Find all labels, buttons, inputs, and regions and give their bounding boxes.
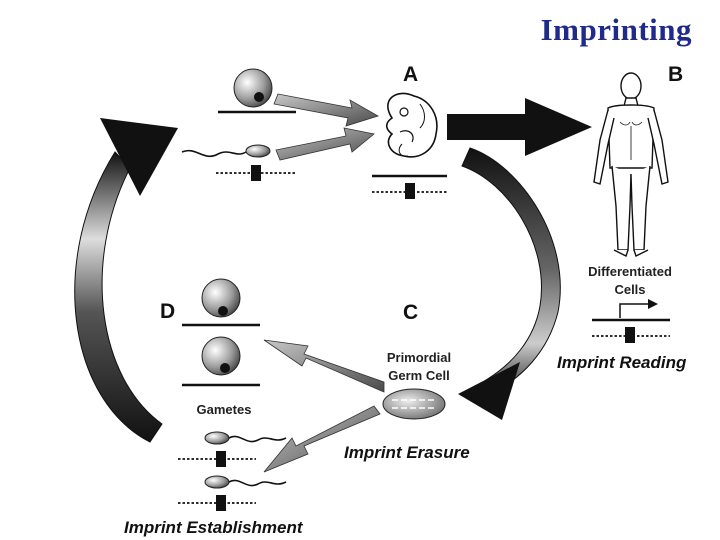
stage-d-egg-2 <box>182 336 260 387</box>
stage-d-egg-1 <box>182 278 260 327</box>
primordial-germ-cell <box>382 388 446 420</box>
top-right-arrow <box>447 98 592 156</box>
stage-c-caption-line1: Primordial <box>387 350 451 365</box>
stage-b-label: B <box>668 63 683 86</box>
slide-title: Imprinting <box>540 12 692 47</box>
right-cycle-arrow <box>458 147 561 420</box>
gametes-label: Gametes <box>197 402 252 417</box>
imprint-erasure-label: Imprint Erasure <box>344 443 470 462</box>
arrows-pgc-to-gametes <box>263 339 385 473</box>
stage-c-caption-line2: Germ Cell <box>388 368 449 383</box>
stage-a-egg <box>218 68 296 114</box>
stage-a-label: A <box>403 63 418 86</box>
stage-d-sperm-1 <box>178 431 287 467</box>
stage-a-sperm <box>181 144 296 181</box>
left-cycle-arrow <box>74 118 178 443</box>
stage-d-sperm-2 <box>178 475 287 511</box>
stage-b-caption-line1: Differentiated <box>588 264 672 279</box>
stage-d-label: D <box>160 300 175 323</box>
imprint-establishment-label: Imprint Establishment <box>124 518 304 537</box>
stage-c-label: C <box>403 301 418 324</box>
stage-b-caption-line2: Cells <box>614 282 645 297</box>
human-figure <box>593 72 669 257</box>
stage-b-expression-marker <box>592 299 670 343</box>
arrows-gametes-to-embryo <box>273 93 379 161</box>
stage-a-embryo <box>372 92 447 199</box>
imprint-reading-label: Imprint Reading <box>557 353 687 372</box>
